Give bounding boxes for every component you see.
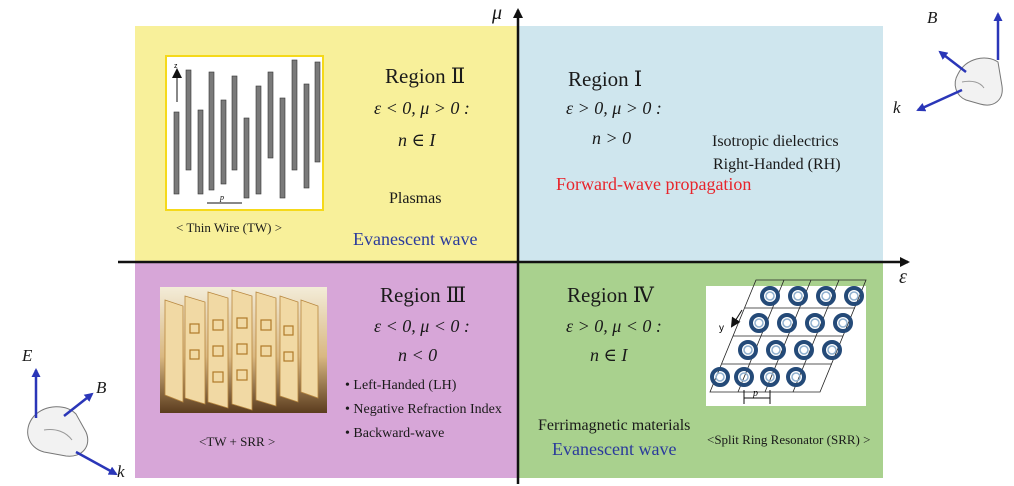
region-1-condition: ε > 0, μ > 0 : xyxy=(566,98,662,118)
srr-caption: <Split Ring Resonator (SRR) > xyxy=(707,432,871,447)
region-1-wave: Forward-wave propagation xyxy=(556,174,752,194)
hand-tr-b-label: B xyxy=(927,8,938,27)
region-4-wave: Evanescent wave xyxy=(552,439,677,459)
thin-wire-caption: < Thin Wire (TW) > xyxy=(176,220,283,235)
epsilon-axis-label: ε xyxy=(899,266,907,288)
svg-text:p: p xyxy=(752,388,758,399)
region-2-wave: Evanescent wave xyxy=(353,229,478,249)
region-1-panel xyxy=(518,26,883,262)
hand-bl-k-label: k xyxy=(117,462,125,481)
region-2-material: Plasmas xyxy=(389,190,442,207)
hand-tr-k-label: k xyxy=(893,98,901,117)
region-1-title: Region Ⅰ xyxy=(568,67,643,91)
region-4-index: n ∈ I xyxy=(590,345,628,365)
region-3-properties: • Left-Handed (LH) • Negative Refraction… xyxy=(345,374,502,446)
region-3-property: • Left-Handed (LH) xyxy=(345,378,457,393)
region-4-title: Region Ⅳ xyxy=(567,283,654,307)
region-1-material-line2: Right-Handed (RH) xyxy=(713,156,841,173)
region-2-condition: ε < 0, μ > 0 : xyxy=(374,98,470,118)
region-2-title: Region Ⅱ xyxy=(385,64,466,88)
hand-bl-e-label: E xyxy=(22,346,33,365)
region-3-title: Region Ⅲ xyxy=(380,283,467,307)
region-3-property: • Backward-wave xyxy=(345,426,445,441)
svg-text:p: p xyxy=(219,193,224,202)
region-4-condition: ε > 0, μ < 0 : xyxy=(566,316,662,336)
mu-axis-label: μ xyxy=(492,2,503,24)
thin-wire-image: z p xyxy=(165,55,324,211)
srr-array-image: y p xyxy=(706,279,867,406)
svg-text:z: z xyxy=(174,63,178,70)
right-hand-icon xyxy=(916,12,1003,112)
hand-bl-b-label: B xyxy=(96,378,107,397)
left-hand-icon xyxy=(27,368,118,476)
svg-text:y: y xyxy=(719,323,724,334)
region-3-condition: ε < 0, μ < 0 : xyxy=(374,316,470,336)
region-1-material-line1: Isotropic dielectrics xyxy=(712,133,839,150)
tw-srr-caption: <TW + SRR > xyxy=(199,434,276,449)
region-3-index: n < 0 xyxy=(398,345,438,365)
region-4-material: Ferrimagnetic materials xyxy=(538,417,691,434)
region-3-property: • Negative Refraction Index xyxy=(345,402,502,417)
tw-srr-photo xyxy=(160,287,327,413)
region-1-index: n > 0 xyxy=(592,128,632,148)
region-2-index: n ∈ I xyxy=(398,130,436,150)
